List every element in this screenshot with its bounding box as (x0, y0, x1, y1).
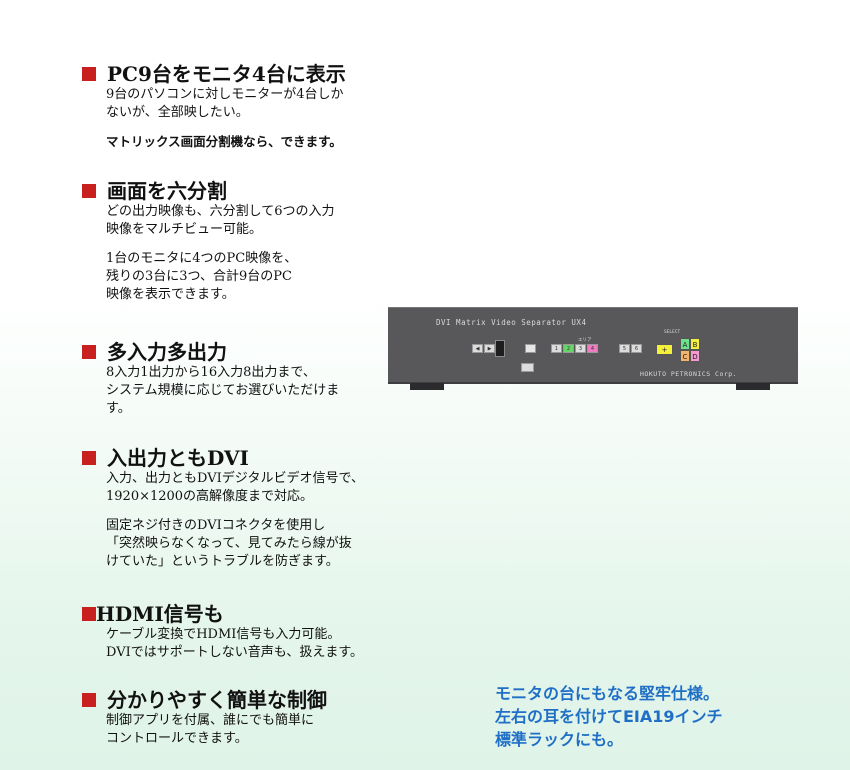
device-model-label: DVI Matrix Video Separator UX4 (436, 318, 587, 327)
device-front-panel-image: DVI Matrix Video Separator UX4 ◀ ▶ エリア 1… (388, 307, 798, 392)
feature-pc9-monitor4: PC9台をモニタ4台に表示 9台のパソコンに対しモニターが4台しか ないが、全部… (82, 62, 412, 151)
device-area-label: エリア (578, 338, 592, 343)
device-key-5: 5 (619, 344, 630, 353)
section-title: 多入力多出力 (107, 340, 227, 364)
device-brand-label: HOKUTO PETRONICS Corp. (640, 370, 738, 378)
section-text: 1台のモニタに4つのPC映像を、 残りの3台に3つ、合計9台のPC 映像を表示で… (106, 251, 298, 302)
caption-line: モニタの台にもなる堅牢仕様。 (495, 684, 720, 703)
section-text: 入力、出力ともDVIデジタルビデオ信号で、 1920×1200の高解像度まで対応… (106, 471, 364, 504)
section-text: 固定ネジ付きのDVIコネクタを使用し 「突然映らなくなって、見てみたら線が抜 け… (106, 518, 352, 569)
device-key-enter (521, 363, 534, 372)
device-key-1: 1 (551, 344, 562, 353)
device-key-6: 6 (631, 344, 642, 353)
device-key-next: ▶ (484, 344, 495, 353)
section-text: 9台のパソコンに対しモニターが4台しか ないが、全部映したい。 (106, 87, 344, 120)
feature-hdmi: HDMI信号も ケーブル変換でHDMI信号も入力可能。 DVIではサポートしない… (82, 602, 412, 662)
section-heading: HDMI信号も (82, 602, 412, 626)
section-heading: 多入力多出力 (82, 340, 412, 364)
section-body: 入力、出力ともDVIデジタルビデオ信号で、 1920×1200の高解像度まで対応… (106, 470, 412, 571)
device-power-knob-icon (495, 340, 505, 357)
red-square-bullet-icon (82, 451, 96, 465)
device-key-4: 4 (587, 344, 598, 353)
section-title: HDMI信号も (96, 602, 224, 626)
device-key-a: A (680, 338, 690, 350)
section-body: ケーブル変換でHDMI信号も入力可能。 DVIではサポートしない音声も、扱えます… (106, 626, 412, 662)
section-title: 入出力ともDVI (107, 446, 249, 470)
device-key-plus: + (656, 344, 673, 355)
red-square-bullet-icon (82, 184, 96, 198)
feature-dvi-io: 入出力ともDVI 入力、出力ともDVIデジタルビデオ信号で、 1920×1200… (82, 446, 412, 571)
caption-line: 左右の耳を付けてEIA19インチ (495, 707, 723, 726)
device-key-c: C (680, 350, 690, 362)
section-heading: 入出力ともDVI (82, 446, 412, 470)
section-text: 制御アプリを付属、誰にでも簡単に コントロールできます。 (106, 713, 315, 746)
section-body: どの出力映像も、六分割して6つの入力 映像をマルチビュー可能。 1台のモニタに4… (106, 203, 412, 304)
section-body: 8入力1出力から16入力8出力まで、 システム規模に応じてお選びいただけま す。 (106, 364, 412, 418)
device-key-2: 2 (563, 344, 574, 353)
section-heading: PC9台をモニタ4台に表示 (82, 62, 412, 86)
section-text: ケーブル変換でHDMI信号も入力可能。 DVIではサポートしない音声も、扱えます… (106, 627, 364, 660)
section-body: 制御アプリを付属、誰にでも簡単に コントロールできます。 (106, 712, 412, 748)
red-square-bullet-icon (82, 67, 96, 81)
section-title: 分かりやすく簡単な制御 (107, 688, 327, 712)
feature-six-split: 画面を六分割 どの出力映像も、六分割して6つの入力 映像をマルチビュー可能。 1… (82, 179, 412, 304)
device-foot-right (736, 383, 770, 390)
rack-caption: モニタの台にもなる堅牢仕様。 左右の耳を付けてEIA19インチ 標準ラックにも。 (495, 682, 835, 751)
device-key-d: D (690, 350, 700, 362)
feature-easy-control: 分かりやすく簡単な制御 制御アプリを付属、誰にでも簡単に コントロールできます。 (82, 688, 412, 748)
red-square-bullet-icon (82, 345, 96, 359)
section-body: 9台のパソコンに対しモニターが4台しか ないが、全部映したい。 マトリックス画面… (106, 86, 412, 151)
section-title: 画面を六分割 (107, 179, 227, 203)
section-heading: 画面を六分割 (82, 179, 412, 203)
red-square-bullet-icon (82, 607, 96, 621)
section-title: PC9台をモニタ4台に表示 (107, 62, 346, 86)
device-key-b: B (690, 338, 700, 350)
section-heading: 分かりやすく簡単な制御 (82, 688, 412, 712)
feature-multi-io: 多入力多出力 8入力1出力から16入力8出力まで、 システム規模に応じてお選びい… (82, 340, 412, 418)
device-key-menu (525, 344, 536, 353)
section-text: どの出力映像も、六分割して6つの入力 映像をマルチビュー可能。 (106, 204, 335, 237)
caption-line: 標準ラックにも。 (495, 730, 624, 749)
device-foot-left (410, 383, 444, 390)
device-key-3: 3 (575, 344, 586, 353)
section-text: 8入力1出力から16入力8出力まで、 システム規模に応じてお選びいただけま す。 (106, 365, 340, 416)
red-square-bullet-icon (82, 693, 96, 707)
device-key-prev: ◀ (472, 344, 483, 353)
section-emphasis: マトリックス画面分割機なら、できます。 (106, 134, 342, 149)
device-select-label: SELECT (664, 330, 681, 335)
